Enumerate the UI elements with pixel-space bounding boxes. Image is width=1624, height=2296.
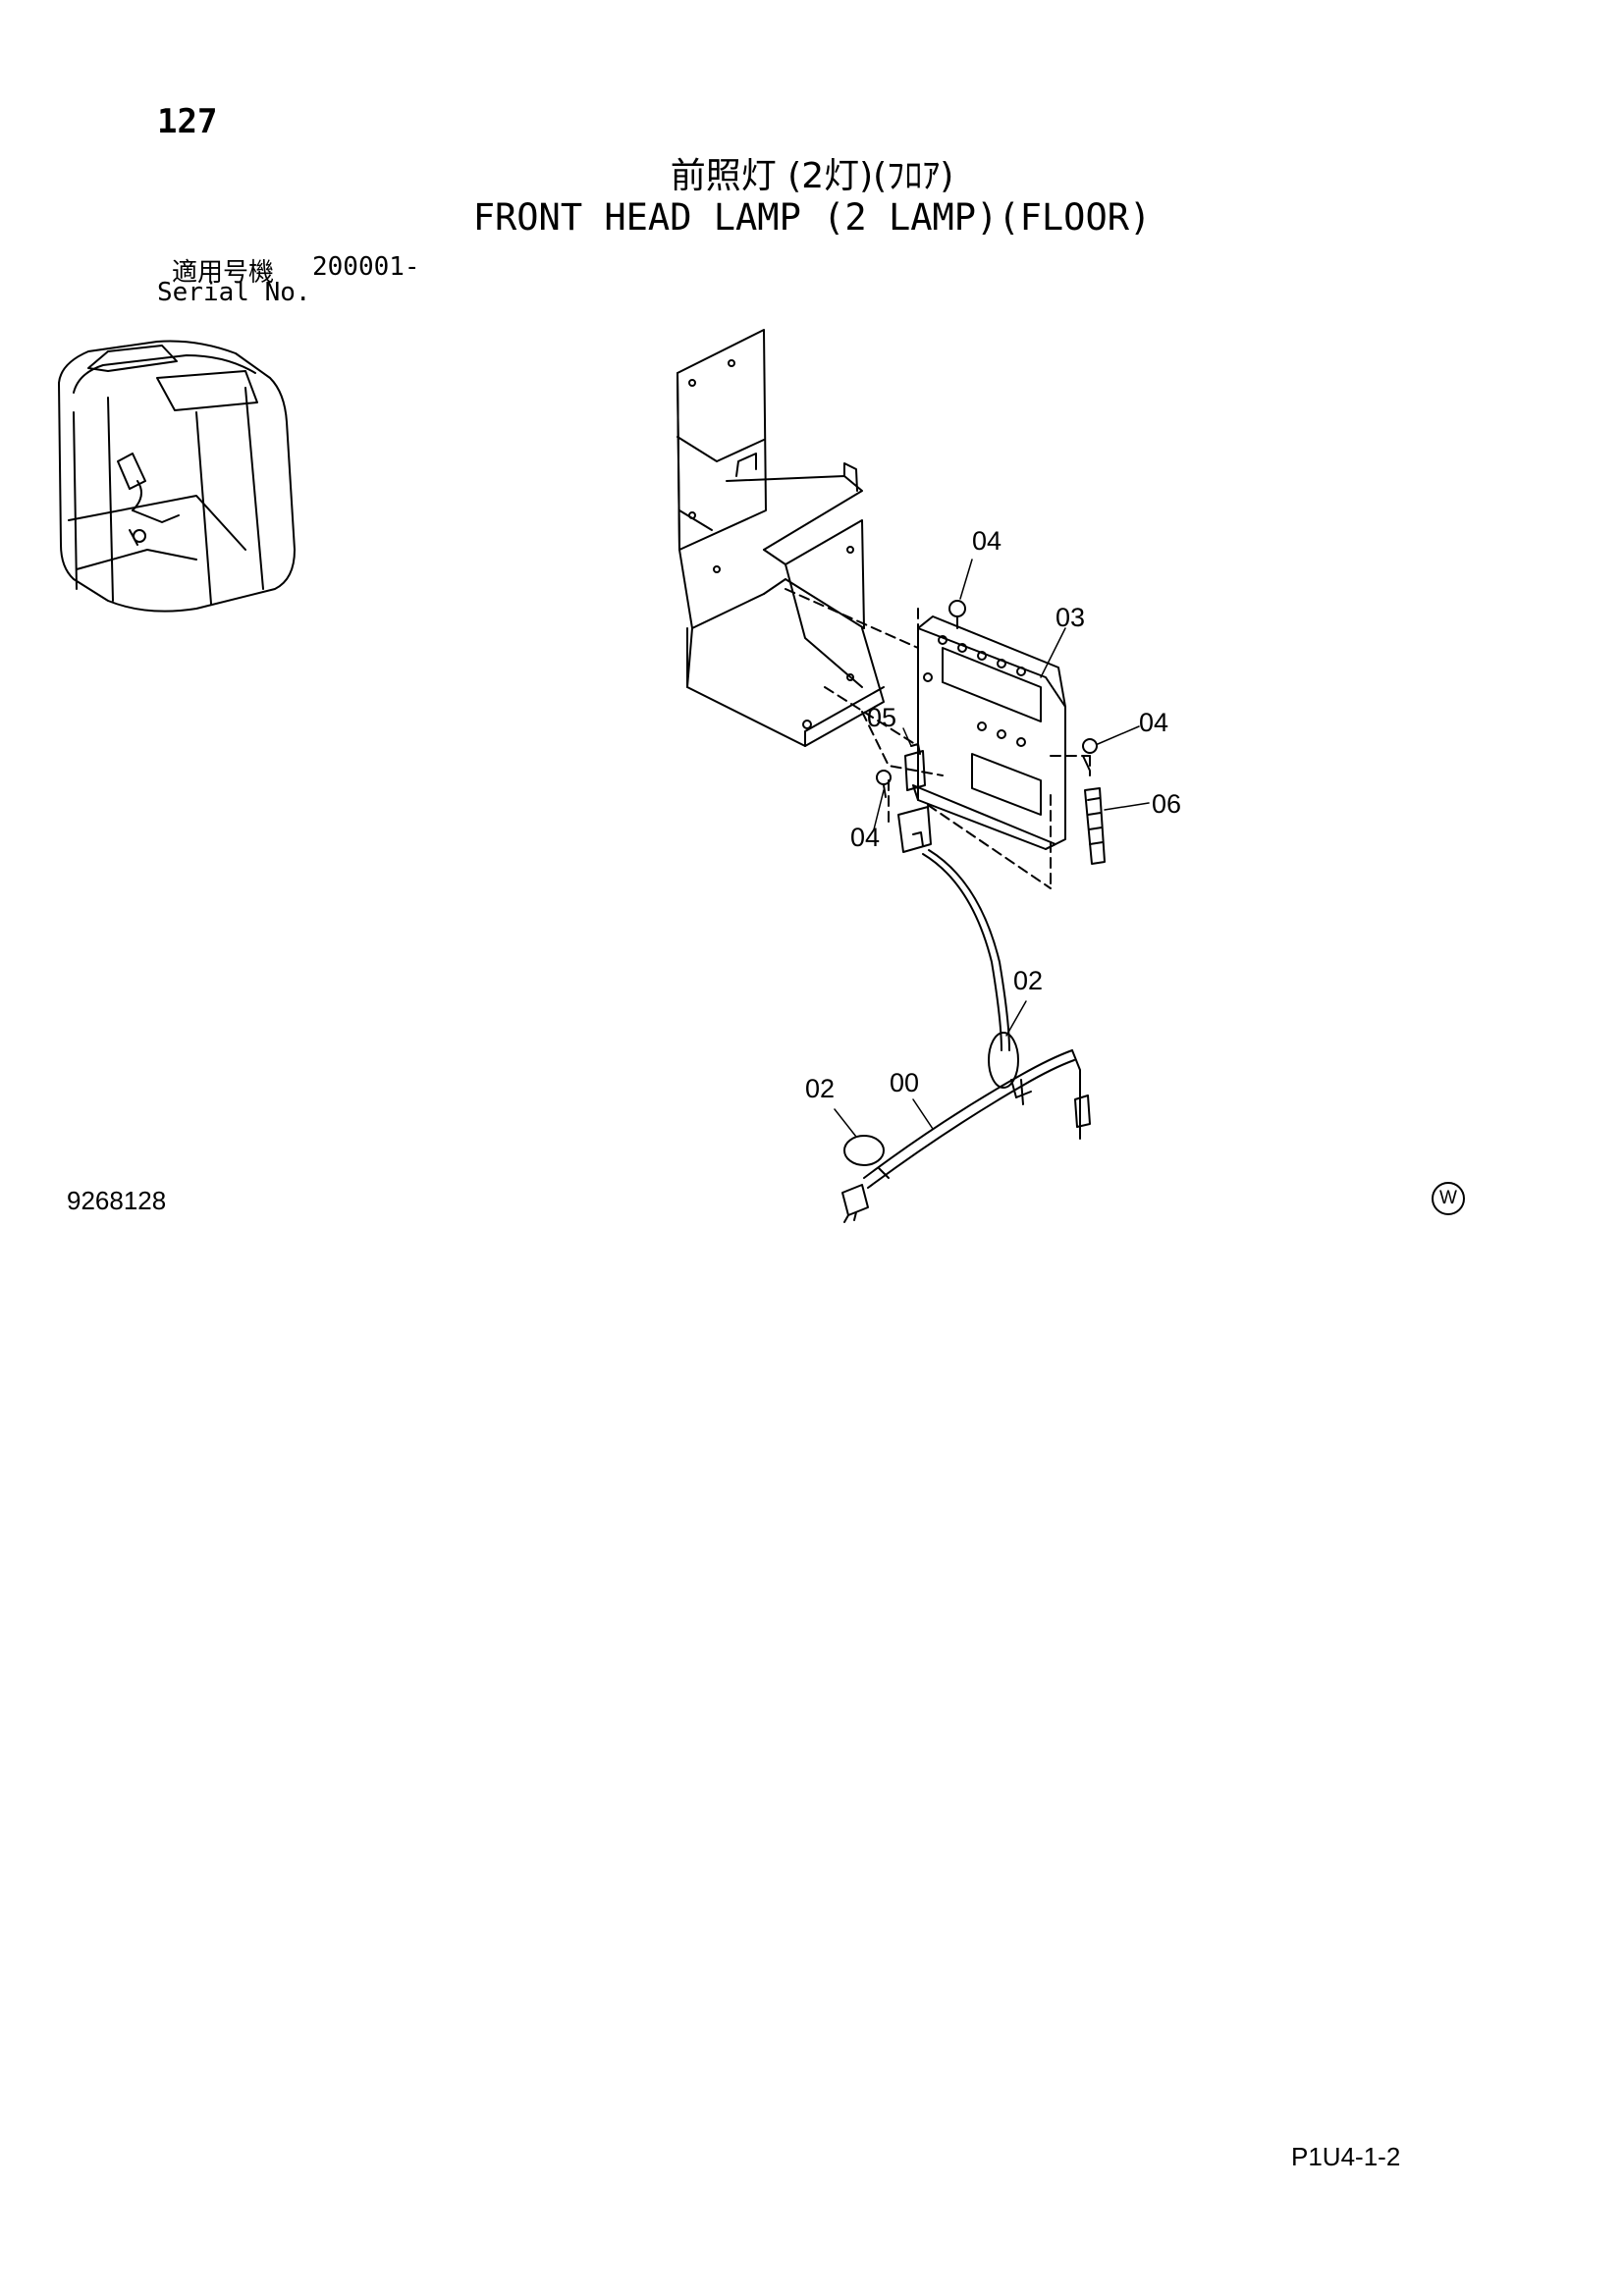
callout-03: 03 [1056,603,1085,632]
page-reference: P1U4-1-2 [1291,2142,1401,2171]
callout-leaders [834,559,1150,1138]
serial-label-japanese: 適用号機 [172,258,275,288]
bolt-left [876,770,892,798]
callout-04-left: 04 [850,823,880,852]
callout-04-right: 04 [1139,708,1168,737]
serial-label-english: Serial No. [157,278,311,307]
callout-06: 06 [1152,789,1181,819]
mounting-bracket-frame [677,329,885,747]
rubber-strip [1084,787,1106,865]
serial-number-range: 200001- [312,252,420,282]
cable-tie-right [988,1032,1019,1098]
page-number: 127 [157,102,218,141]
callout-00: 00 [890,1068,919,1097]
wire-harness [841,849,1091,1223]
callout-04-top: 04 [972,526,1001,556]
relay-connector [897,743,932,853]
callout-02-right: 02 [1013,966,1043,995]
w-mark-symbol: W [1432,1182,1465,1215]
title-english: FRONT HEAD LAMP (2 LAMP)(FLOOR) [472,196,1152,239]
cab-overview-illustration [58,340,296,613]
callout-02-left: 02 [805,1074,835,1103]
bolt-top [948,600,966,629]
lamp-mount-plate [912,615,1066,850]
assembly-guide-lines [785,588,1091,889]
cable-tie-left [843,1135,890,1179]
callout-05: 05 [867,703,896,732]
bolt-right [1082,738,1098,772]
document-code: 9268128 [67,1186,167,1215]
title-japanese: 前照灯 (2灯)(ﾌﾛｱ) [670,156,954,196]
